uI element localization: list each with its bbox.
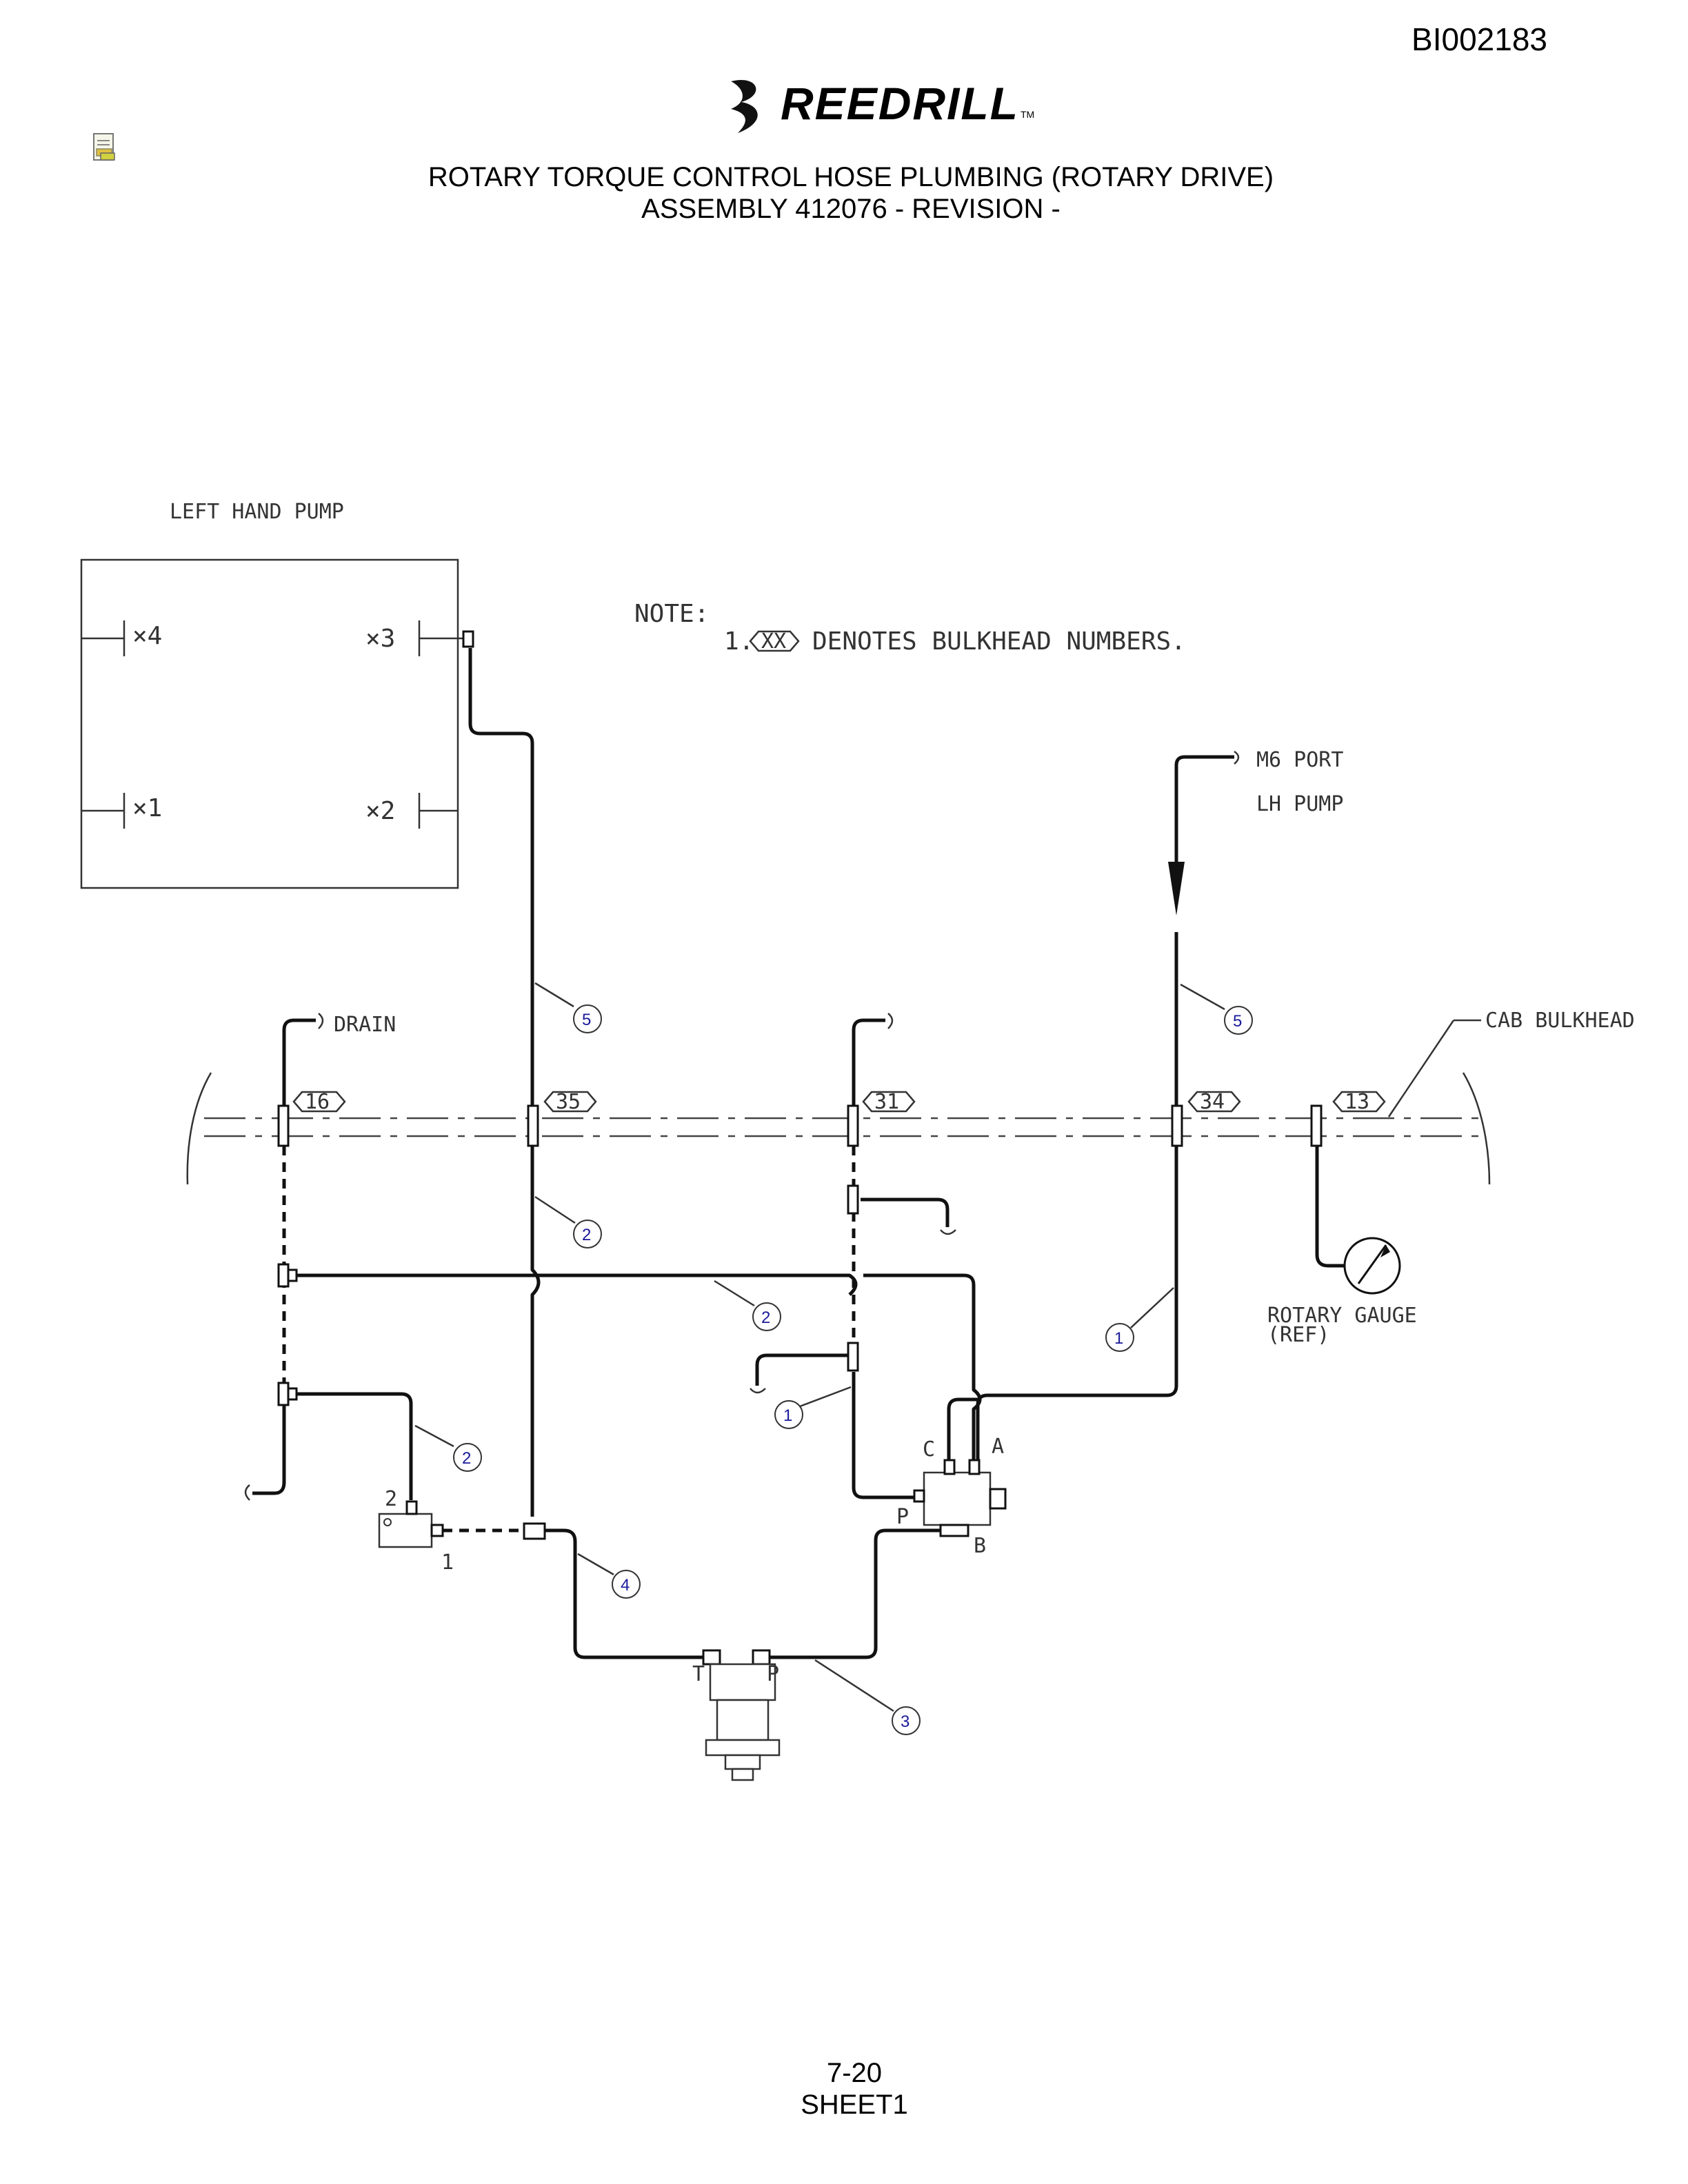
valve-port-p: P — [896, 1505, 909, 1529]
tee-fitting — [523, 1522, 546, 1540]
bulkhead-16: 16 — [305, 1090, 330, 1114]
cab-bulkhead: CAB BULKHEAD — [186, 1009, 1635, 1185]
hose-2-bulkhead-35-down — [530, 1146, 541, 1517]
bulkhead-fittings — [277, 1104, 1323, 1147]
left-hand-pump: LEFT HAND PUMP ×4 ×3 ×1 ×2 — [80, 500, 474, 889]
lh-pump-label: LH PUMP — [1256, 792, 1343, 816]
callout-1-right: 1 — [1114, 1329, 1123, 1348]
document-id: BI002183 — [1411, 21, 1547, 57]
rotary-motor: T P — [692, 1649, 781, 1781]
page-number: 7-20 — [826, 2058, 883, 2088]
page-footer: 7-20 SHEET1 — [0, 2057, 1688, 2121]
bulkhead-34: 34 — [1200, 1090, 1225, 1114]
note-item-prefix: 1. — [724, 627, 754, 656]
logo-wordmark: REEDRILL — [781, 78, 1019, 129]
callout-2-middle: 2 — [761, 1308, 770, 1327]
bulkhead-31-line — [750, 1013, 956, 1499]
control-valve: C A P B — [770, 1397, 1007, 1659]
hose-5-pump-to-bulkhead-35 — [468, 648, 534, 1106]
logo-trademark: TM — [1021, 109, 1035, 120]
valve-port-c: C — [923, 1437, 935, 1462]
callout-5-left: 5 — [582, 1011, 591, 1029]
m6-port-hose: M6 PORT LH PUMP — [976, 748, 1343, 1464]
motor-port-t: T — [692, 1662, 705, 1686]
callout-4: 4 — [621, 1576, 630, 1595]
callout-1-left: 1 — [783, 1406, 792, 1425]
bulkhead-tags: 16 35 31 34 13 — [292, 1090, 1386, 1114]
note-item-symbol: XX — [761, 629, 786, 654]
reedrill-logo: REEDRILL TM — [717, 74, 1034, 136]
pump-port-x2: ×2 — [365, 797, 395, 825]
rotary-gauge-line: ROTARY GAUGE (REF) — [1267, 1146, 1417, 1347]
hose-2-to-small-valve — [297, 1392, 413, 1500]
callout-5-right: 5 — [1233, 1012, 1242, 1031]
callout-2-upper: 2 — [582, 1226, 591, 1244]
callouts: 5 5 2 2 1 1 2 4 3 — [414, 982, 1253, 1735]
bulkhead-31: 31 — [874, 1090, 899, 1114]
pump-body — [80, 558, 459, 889]
bulkhead-35: 35 — [556, 1090, 581, 1114]
valve-port-b: B — [974, 1534, 986, 1558]
pump-port-x4: ×4 — [132, 622, 162, 650]
valve-port-a: A — [992, 1435, 1004, 1459]
callout-3: 3 — [901, 1712, 910, 1731]
rotary-gauge-label: ROTARY GAUGE — [1267, 1304, 1417, 1328]
pump-port-x1: ×1 — [132, 794, 162, 822]
note-item-text: DENOTES BULKHEAD NUMBERS. — [812, 627, 1186, 656]
small-valve-port-1: 1 — [441, 1550, 454, 1575]
drawing-title: ROTARY TORQUE CONTROL HOSE PLUMBING (ROT… — [0, 161, 1688, 225]
motor-port-p: P — [767, 1662, 779, 1686]
rotary-gauge-ref: (REF) — [1267, 1323, 1329, 1347]
note-heading: NOTE: — [634, 600, 709, 628]
title-line-2: ASSEMBLY 412076 - REVISION - — [641, 194, 1061, 224]
bulkhead-symbol — [749, 630, 800, 652]
reedrill-logo-swirl-icon — [731, 79, 758, 133]
note-block: NOTE: 1. XX DENOTES BULKHEAD NUMBERS. — [634, 600, 1186, 656]
drain-line: DRAIN — [244, 1013, 396, 1501]
pump-title: LEFT HAND PUMP — [170, 500, 344, 524]
hose-2-main-horizontal — [297, 1273, 982, 1463]
drain-label: DRAIN — [334, 1013, 396, 1037]
pump-x3-elbow-fitting — [462, 630, 474, 648]
callout-2-lower: 2 — [462, 1449, 471, 1468]
title-line-1: ROTARY TORQUE CONTROL HOSE PLUMBING (ROT… — [428, 162, 1274, 192]
m6-port-label: M6 PORT — [1256, 748, 1343, 772]
sheet-label: SHEET1 — [801, 2090, 908, 2120]
small-valve-port-2: 2 — [385, 1487, 397, 1511]
pump-port-x3: ×3 — [365, 625, 395, 653]
small-valve: 2 1 — [378, 1487, 703, 1659]
document-attachment-icon[interactable] — [91, 132, 119, 163]
cab-bulkhead-label: CAB BULKHEAD — [1485, 1009, 1635, 1033]
bulkhead-13: 13 — [1345, 1090, 1369, 1114]
